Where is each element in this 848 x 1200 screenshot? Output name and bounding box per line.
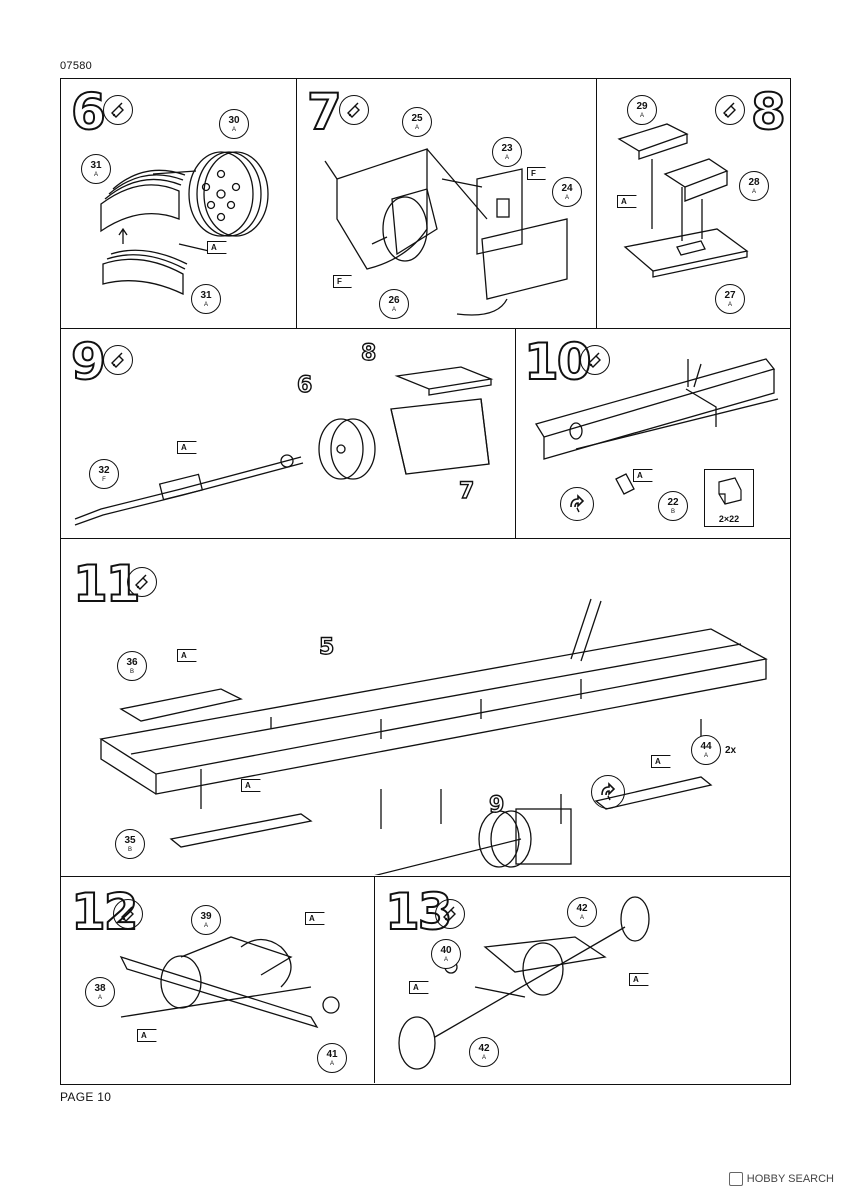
step-number: 9 <box>70 333 107 391</box>
watermark: HOBBY SEARCH <box>728 1172 834 1186</box>
glue-tube-icon <box>103 95 133 125</box>
page-number: PAGE 10 <box>60 1090 112 1104</box>
quantity-label: 2×22 <box>718 514 740 524</box>
detail-inset: 2×22 <box>704 469 754 527</box>
watermark-text: HOBBY SEARCH <box>746 1173 834 1185</box>
rotate-model-icon <box>591 775 625 809</box>
mount-plate-drawing <box>617 123 749 278</box>
ref-step-7: 7 <box>458 478 475 504</box>
ref-step-5: 5 <box>318 634 335 660</box>
glue-tube-icon <box>715 95 745 125</box>
step-number: 6 <box>70 83 107 141</box>
frame-rear-drawing <box>534 358 779 495</box>
hobby-search-logo-icon <box>728 1172 743 1186</box>
rear-axle-wheels-drawing <box>398 896 650 1070</box>
rotate-model-icon <box>560 487 594 521</box>
step-number: 8 <box>750 83 787 141</box>
kit-code: 07580 <box>60 60 93 72</box>
glue-tube-icon <box>435 899 465 929</box>
drum-assembly-drawing <box>100 151 269 296</box>
ref-step-9: 9 <box>488 792 505 818</box>
ref-step-6: 6 <box>296 372 313 398</box>
quantity-label: 2x <box>725 745 737 756</box>
rear-axle-drawing <box>119 936 340 1029</box>
glue-tube-icon <box>339 95 369 125</box>
sprue-flag-a: A <box>409 981 429 994</box>
glue-tube-icon <box>580 345 610 375</box>
ref-step-8: 8 <box>360 340 377 366</box>
glue-tube-icon <box>103 345 133 375</box>
step-number: 7 <box>306 83 343 141</box>
glue-tube-icon <box>127 567 157 597</box>
sprue-flag-a: A <box>241 779 261 792</box>
driveshaft-assembly-drawing <box>74 366 494 526</box>
sprue-flag-a: A <box>177 649 197 662</box>
housing-assembly-drawing <box>324 148 568 316</box>
glue-tube-icon <box>113 899 143 929</box>
chassis-assembly-drawing <box>99 598 768 875</box>
